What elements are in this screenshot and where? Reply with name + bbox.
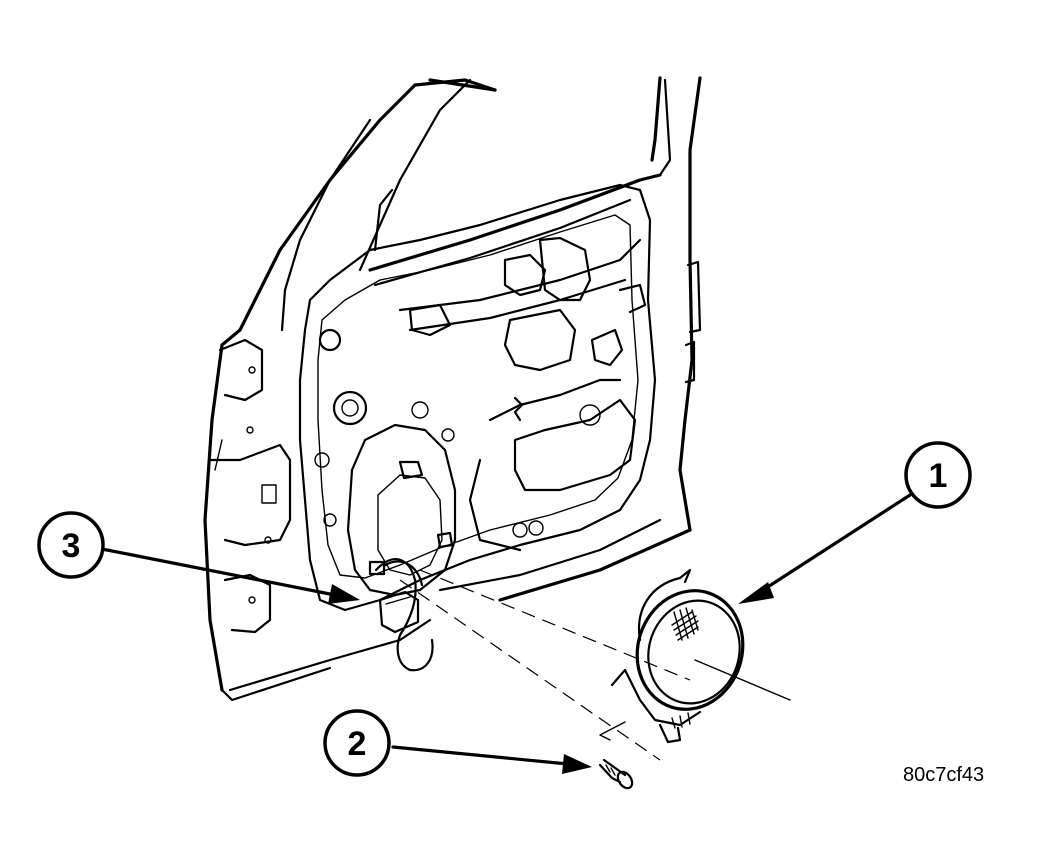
speaker: [610, 568, 791, 744]
wire-harness: [368, 558, 434, 672]
arrow-head-1: [738, 582, 774, 604]
callout-1-label: 1: [929, 457, 948, 495]
alignment-lines: [399, 569, 691, 761]
arrow-head-2: [562, 754, 592, 774]
reference-code: 80c7cf43: [903, 764, 985, 786]
callout-3-label: 3: [62, 527, 81, 565]
callout-2: 2: [323, 709, 391, 777]
callout-1: 1: [904, 441, 972, 509]
wire-connector: [378, 590, 420, 634]
screw: [598, 758, 634, 790]
door-inner-panel: [203, 76, 702, 702]
arrow-head-3: [328, 584, 360, 604]
callout-3: 3: [37, 511, 105, 579]
speaker-grille: [671, 607, 699, 641]
callout-2-label: 2: [348, 725, 367, 763]
callout-arrows: [100, 493, 912, 774]
